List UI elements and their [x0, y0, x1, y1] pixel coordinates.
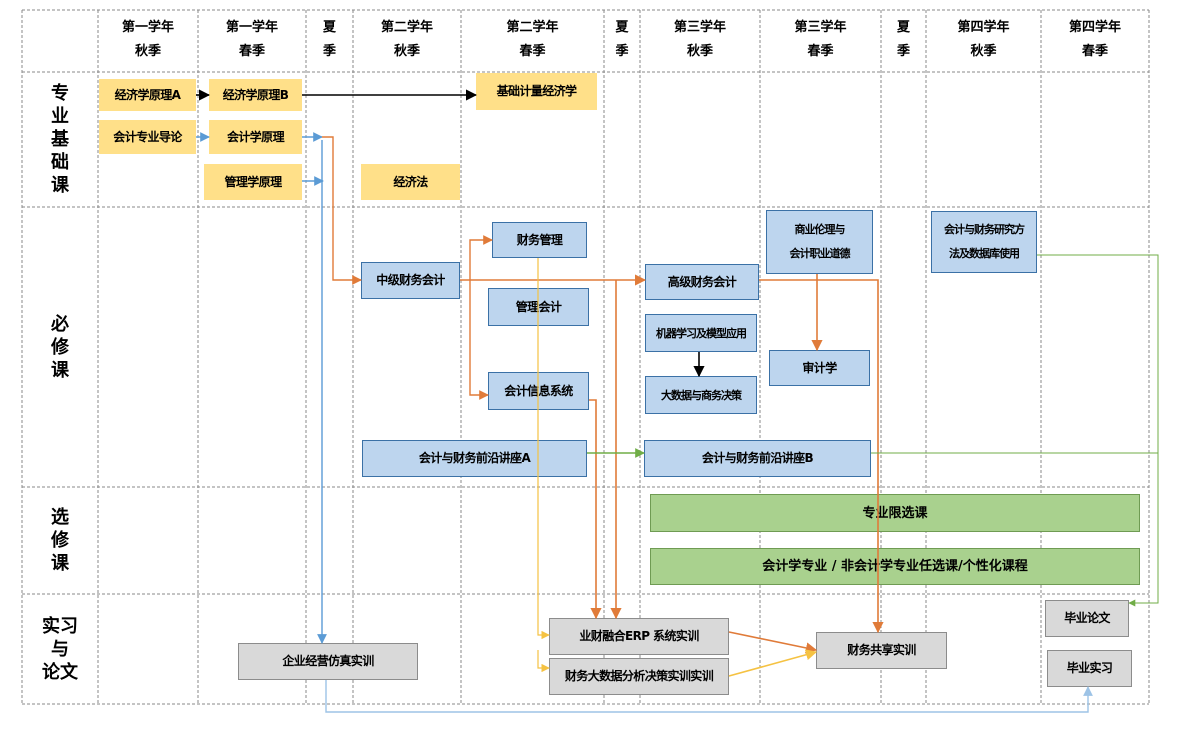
header-col-11-line2: 春季 [1081, 44, 1108, 59]
course-ethics: 商业伦理与 会计职业道德 [766, 210, 873, 274]
header-col-10-line1: 第四学年 [957, 20, 1010, 35]
course-accounting-principles: 会计学原理 [209, 120, 302, 154]
header-col-2-line1: 第一学年 [225, 20, 278, 35]
header-col-8-line1: 第三学年 [794, 20, 847, 35]
header-col-2-line2: 春季 [238, 44, 265, 59]
header-col-8: 第三学年春季 [760, 20, 881, 60]
header-col-5-line1: 第二学年 [506, 20, 559, 35]
course-econometrics: 基础计量经济学 [476, 73, 597, 110]
header-col-9-line2: 季 [896, 44, 910, 59]
arrow-principles-to-intermediate [322, 136, 362, 285]
arrow-advanced-to-shared-service [759, 279, 884, 634]
header-col-7-line1: 第三学年 [673, 20, 726, 35]
course-erp-lab: 业财融合ERP 系统实训 [549, 618, 729, 655]
arrow-to-financial-management [469, 235, 493, 280]
header-col-4-line2: 秋季 [393, 44, 420, 59]
arrow-fin-to-bigdata-lab [537, 650, 550, 673]
course-economic-law: 经济法 [361, 164, 460, 200]
arrow-ais-to-erp [589, 399, 602, 620]
row-label-foundation: 专 业 基 础 课 [51, 83, 69, 196]
course-shared-service-lab: 财务共享实训 [816, 632, 947, 669]
header-col-9-line1: 夏 [896, 20, 910, 35]
course-research-line2: 法及数据库使用 [949, 247, 1020, 260]
header-col-3-line2: 季 [322, 44, 336, 59]
header-col-4: 第二学年秋季 [353, 20, 461, 60]
header-col-2: 第一学年春季 [198, 20, 306, 60]
header-col-10-line2: 秋季 [970, 44, 997, 59]
course-free-elective: 会计学专业 / 非会计学专业任选课/个性化课程 [650, 548, 1140, 585]
header-col-11-line1: 第四学年 [1068, 20, 1121, 35]
arrow-fin-to-erp [537, 258, 550, 640]
course-intro-accounting: 会计专业导论 [99, 120, 196, 154]
row-label-practice: 实习 与 论文 [42, 615, 78, 683]
course-research-line1: 会计与财务研究方 [944, 223, 1025, 236]
course-lecture-b: 会计与财务前沿讲座B [644, 440, 871, 477]
header-col-6-line2: 季 [615, 44, 629, 59]
header-col-3: 夏季 [306, 20, 353, 60]
course-advanced-accounting: 高级财务会计 [645, 264, 759, 300]
course-management-principles: 管理学原理 [204, 164, 302, 200]
header-col-1-line2: 秋季 [134, 44, 161, 59]
arrow-bigdata-lab-to-shared-service [728, 649, 818, 677]
header-col-5: 第二学年春季 [461, 20, 604, 60]
header-col-10: 第四学年秋季 [926, 20, 1041, 60]
header-col-6-line1: 夏 [615, 20, 629, 35]
course-ethics-line2: 会计职业道德 [789, 247, 851, 260]
header-col-4-line1: 第二学年 [380, 20, 433, 35]
header-col-6: 夏季 [604, 20, 640, 60]
course-lecture-a: 会计与财务前沿讲座A [362, 440, 587, 477]
header-col-1: 第一学年秋季 [98, 20, 198, 60]
header-col-11: 第四学年春季 [1041, 20, 1149, 60]
course-financial-management: 财务管理 [492, 222, 587, 258]
course-research-methods: 会计与财务研究方 法及数据库使用 [931, 211, 1037, 273]
arrow-to-ais [469, 280, 489, 400]
course-bigdata-lab: 财务大数据分析决策实训实训 [549, 658, 729, 695]
header-col-5-line2: 春季 [519, 44, 546, 59]
course-econ-b: 经济学原理B [209, 79, 302, 111]
course-machine-learning: 机器学习及模型应用 [645, 314, 757, 352]
course-intermediate-accounting: 中级财务会计 [361, 262, 460, 299]
arrow-erp-to-shared-service [728, 631, 818, 654]
row-label-required: 必 修 课 [51, 313, 69, 381]
row-label-elective: 选 修 课 [51, 507, 69, 574]
header-col-9: 夏季 [881, 20, 926, 60]
header-col-7: 第三学年秋季 [640, 20, 760, 60]
course-thesis: 毕业论文 [1045, 600, 1129, 637]
course-econ-a: 经济学原理A [99, 79, 196, 111]
course-restricted-elective: 专业限选课 [650, 494, 1140, 532]
arrow-simulation-to-internship [325, 680, 1093, 713]
arrow-research-to-thesis [1037, 254, 1159, 607]
header-col-1-line1: 第一学年 [121, 20, 174, 35]
header-col-3-line1: 夏 [322, 20, 336, 35]
course-ethics-line1: 商业伦理与 [794, 223, 846, 236]
header-col-7-line2: 秋季 [686, 44, 713, 59]
header-col-8-line2: 春季 [807, 44, 834, 59]
course-business-simulation: 企业经营仿真实训 [238, 643, 418, 680]
